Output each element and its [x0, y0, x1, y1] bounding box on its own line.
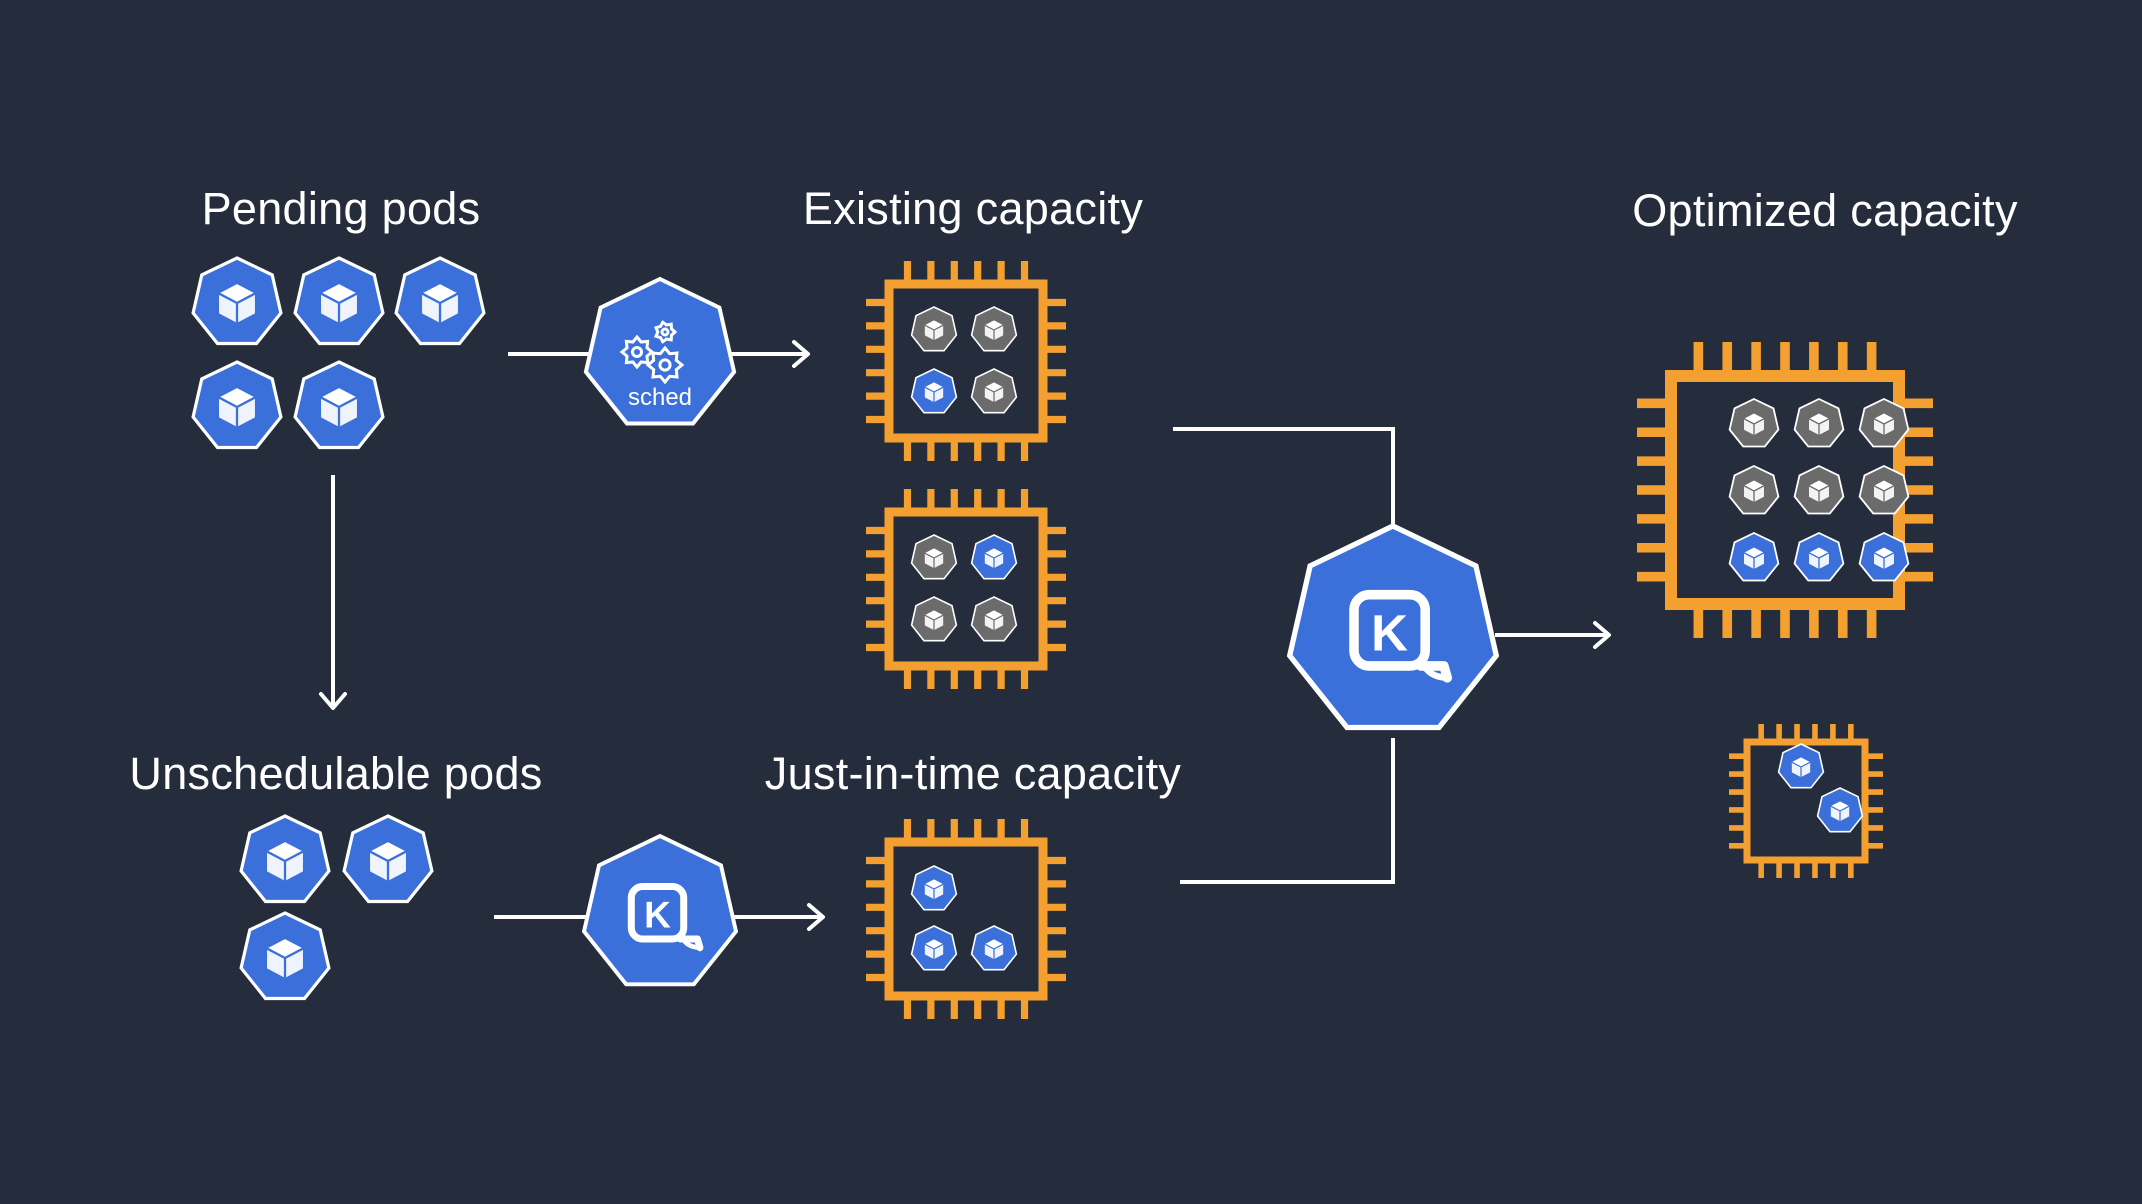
optimized-capacity-label: Optimized capacity: [1632, 185, 2018, 236]
existing-node-2-chip-icon: [866, 489, 1066, 689]
jit-pod-icon: [910, 925, 958, 971]
optimized-large-pod-icon: [1793, 532, 1845, 582]
existing-node-1-pod-icon: [910, 306, 958, 352]
karpenter-consolidation-icon: K: [1286, 523, 1500, 731]
existing-node-2-pod-icon: [910, 534, 958, 580]
optimized-small-pod-icon: [1816, 787, 1864, 833]
existing-node-1-chip-icon: [866, 261, 1066, 461]
karpenter-unschedulable-icon: K: [581, 833, 739, 987]
arrowhead-optimized: [1593, 621, 1611, 649]
unschedulable-pods-label: Unschedulable pods: [129, 748, 543, 799]
unschedulable-pod-icon: [239, 814, 331, 904]
arrowhead-jit: [807, 903, 825, 931]
pending-pod-icon: [191, 360, 283, 450]
optimized-large-pod-icon: [1793, 465, 1845, 515]
line-jit-to-karpenter: [1180, 738, 1395, 884]
optimized-small-node-chip-icon: [1729, 724, 1883, 878]
unschedulable-pod-icon: [342, 814, 434, 904]
pending-pod-icon: [394, 256, 486, 346]
existing-node-2-pod-icon: [970, 534, 1018, 580]
optimized-large-pod-icon: [1858, 532, 1910, 582]
optimized-large-pod-icon: [1728, 532, 1780, 582]
scheduler-label: sched: [628, 384, 692, 411]
optimized-large-pod-icon: [1793, 398, 1845, 448]
optimized-large-pod-icon: [1728, 398, 1780, 448]
optimized-large-pod-icon: [1728, 465, 1780, 515]
existing-node-2-pod-icon: [910, 596, 958, 642]
line-existing-to-karpenter: [1173, 427, 1395, 530]
pending-pod-icon: [191, 256, 283, 346]
jit-pod-icon: [970, 925, 1018, 971]
jit-node-chip-icon: [866, 819, 1066, 1019]
arrowhead-unschedulable: [319, 692, 347, 710]
jit-pod-icon: [910, 865, 958, 911]
karpenter-letter: K: [644, 895, 671, 936]
optimized-large-pod-icon: [1858, 465, 1910, 515]
arrowhead-existing: [792, 340, 810, 368]
optimized-small-pod-icon: [1777, 743, 1825, 789]
existing-capacity-label: Existing capacity: [802, 183, 1144, 234]
existing-node-1-pod-icon: [970, 368, 1018, 414]
scheduler-icon: sched: [583, 276, 737, 426]
existing-node-2-pod-icon: [970, 596, 1018, 642]
pending-pod-icon: [293, 256, 385, 346]
karpenter-letter: K: [1371, 605, 1408, 662]
pending-pods-label: Pending pods: [201, 183, 481, 234]
unschedulable-pod-icon: [239, 911, 331, 1001]
just-in-time-capacity-label: Just-in-time capacity: [764, 748, 1182, 799]
existing-node-1-pod-icon: [970, 306, 1018, 352]
optimized-large-pod-icon: [1858, 398, 1910, 448]
existing-node-1-pod-icon: [910, 368, 958, 414]
pending-pod-icon: [293, 360, 385, 450]
